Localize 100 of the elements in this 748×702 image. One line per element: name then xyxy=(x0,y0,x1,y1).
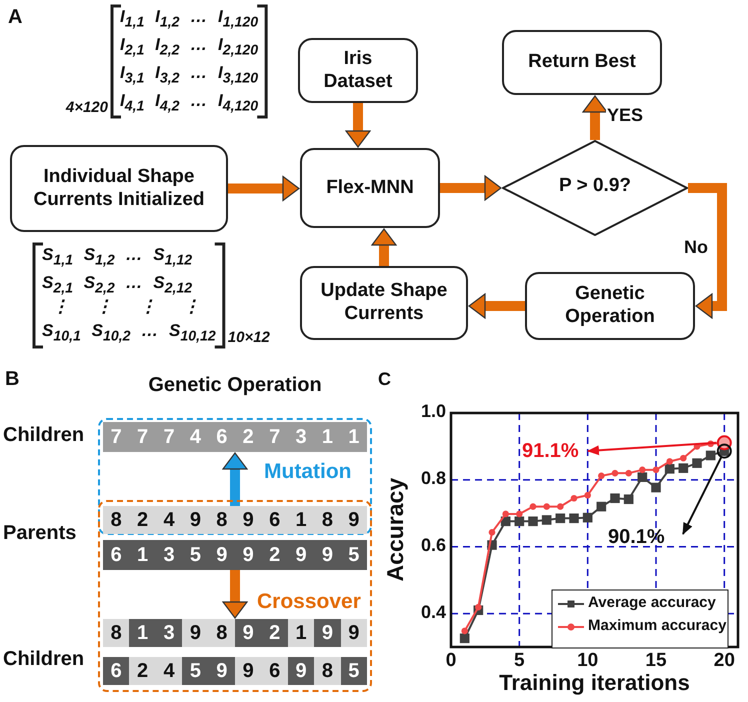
gene-cell: 9 xyxy=(340,619,368,647)
process-box: Individual Shape Currents Initialized xyxy=(10,145,228,232)
point xyxy=(706,450,716,460)
panel-letter: B xyxy=(5,368,20,390)
block-arrow xyxy=(222,452,248,506)
gene-cell: 7 xyxy=(156,422,182,452)
point xyxy=(652,466,660,474)
gene-cell: 8 xyxy=(103,619,130,647)
gene-cell: 5 xyxy=(182,540,209,570)
point xyxy=(460,634,470,644)
point xyxy=(639,466,646,474)
gene-cell: 8 xyxy=(208,506,236,534)
matrix-size-label: 4×120 xyxy=(66,100,108,117)
point xyxy=(528,516,538,526)
gene-cell: 6 xyxy=(261,506,288,534)
gene-cell: 2 xyxy=(129,506,156,534)
gene-cell: 3 xyxy=(288,422,314,452)
gene-cell: 2 xyxy=(261,619,288,647)
block-arrow xyxy=(371,228,397,266)
matrix-row: S$_{1,1}$ S$_{1,2}$ … S$_{1,12}$ xyxy=(42,246,192,269)
matrix-row: ⋮ ⋮ ⋮ ⋮ xyxy=(52,298,200,317)
gene-cell: 6 xyxy=(103,657,130,685)
gene-cell: 8 xyxy=(314,506,341,534)
row-label: Children xyxy=(3,648,84,670)
panel-letter: C xyxy=(378,370,391,390)
group-label: Crossover xyxy=(257,590,361,614)
point xyxy=(625,470,632,476)
gene-cell: 1 xyxy=(288,619,314,647)
legend-label: Maximum accuracy xyxy=(588,618,726,634)
dashed-group-box xyxy=(98,500,372,692)
point xyxy=(584,492,591,499)
point xyxy=(569,514,579,524)
node-label: P > 0.9? xyxy=(559,176,631,197)
gene-cell: 9 xyxy=(235,506,262,534)
gene-cell: 8 xyxy=(208,619,236,647)
point xyxy=(582,512,592,522)
annotation-label: 90.1% xyxy=(608,526,665,548)
gene-cell: 9 xyxy=(288,540,314,570)
process-box: Genetic Operation xyxy=(525,272,695,340)
gene-cell: 3 xyxy=(156,540,182,570)
gene-cell: 2 xyxy=(235,422,262,452)
point xyxy=(488,529,496,536)
matrix-size-label: 10×12 xyxy=(228,330,270,347)
row-label: Children xyxy=(3,424,84,446)
gene-cell: 9 xyxy=(182,619,209,647)
gene-cell: 9 xyxy=(235,619,262,647)
tick-label: 10 xyxy=(577,651,598,672)
point xyxy=(678,463,688,473)
tick-label: 15 xyxy=(645,651,667,672)
gene-cell: 1 xyxy=(314,422,341,452)
gene-cell: 8 xyxy=(314,657,341,685)
point xyxy=(556,514,566,524)
gene-cell: 1 xyxy=(288,506,314,534)
gene-cell: 9 xyxy=(208,540,236,570)
panel-title: Genetic Operation xyxy=(148,374,322,396)
gene-cell: 4 xyxy=(182,422,209,452)
row-label: Parents xyxy=(3,522,76,544)
axis-title: Accuracy xyxy=(383,478,409,582)
gene-cell: 9 xyxy=(208,657,236,685)
matrix-row: I$_{3,1}$ I$_{3,2}$ … I$_{3,120}$ xyxy=(120,64,258,87)
point xyxy=(475,604,482,611)
gene-cell: 9 xyxy=(314,540,341,570)
gene-cell: 9 xyxy=(340,506,368,534)
point xyxy=(612,470,618,476)
matrix-row: S$_{10,1}$ S$_{10,2}$ … S$_{10,12}$ xyxy=(42,322,216,345)
point xyxy=(516,510,523,518)
gene-cell: 1 xyxy=(340,422,368,452)
point xyxy=(638,472,648,482)
point xyxy=(624,494,634,504)
axis-title: Training iterations xyxy=(499,671,690,696)
gene-cell: 4 xyxy=(156,657,182,685)
point xyxy=(514,516,524,526)
annotation-label: 91.1% xyxy=(522,440,579,462)
point xyxy=(610,493,620,504)
point xyxy=(666,458,673,465)
gene-cell: 6 xyxy=(103,540,130,570)
process-box: Return Best xyxy=(502,30,662,95)
tick-label: 1.0 xyxy=(420,402,446,422)
gene-cell: 9 xyxy=(288,657,314,685)
point xyxy=(461,628,468,634)
tick-label: 20 xyxy=(714,651,735,672)
tick-label: 0.8 xyxy=(420,468,446,489)
panel-letter: A xyxy=(8,6,22,28)
tick-label: 0.4 xyxy=(420,602,446,622)
tick-label: 0.6 xyxy=(420,536,446,556)
matrix-row: I$_{2,1}$ I$_{2,2}$ … I$_{2,120}$ xyxy=(120,36,258,59)
gene-cell: 3 xyxy=(156,619,182,647)
point xyxy=(543,503,550,510)
gene-cell: 5 xyxy=(340,657,368,685)
block-arrow xyxy=(222,570,248,619)
process-box: Iris Dataset xyxy=(298,38,418,103)
block-arrow xyxy=(582,95,608,140)
gene-cell: 6 xyxy=(208,422,236,452)
gene-cell: 5 xyxy=(182,657,209,685)
matrix-row: I$_{4,1}$ I$_{4,2}$ … I$_{4,120}$ xyxy=(120,92,258,115)
block-arrow xyxy=(468,293,525,319)
tick-label: 5 xyxy=(514,651,525,672)
gene-cell: 6 xyxy=(261,657,288,685)
point xyxy=(598,472,605,480)
block-arrow xyxy=(440,175,502,201)
